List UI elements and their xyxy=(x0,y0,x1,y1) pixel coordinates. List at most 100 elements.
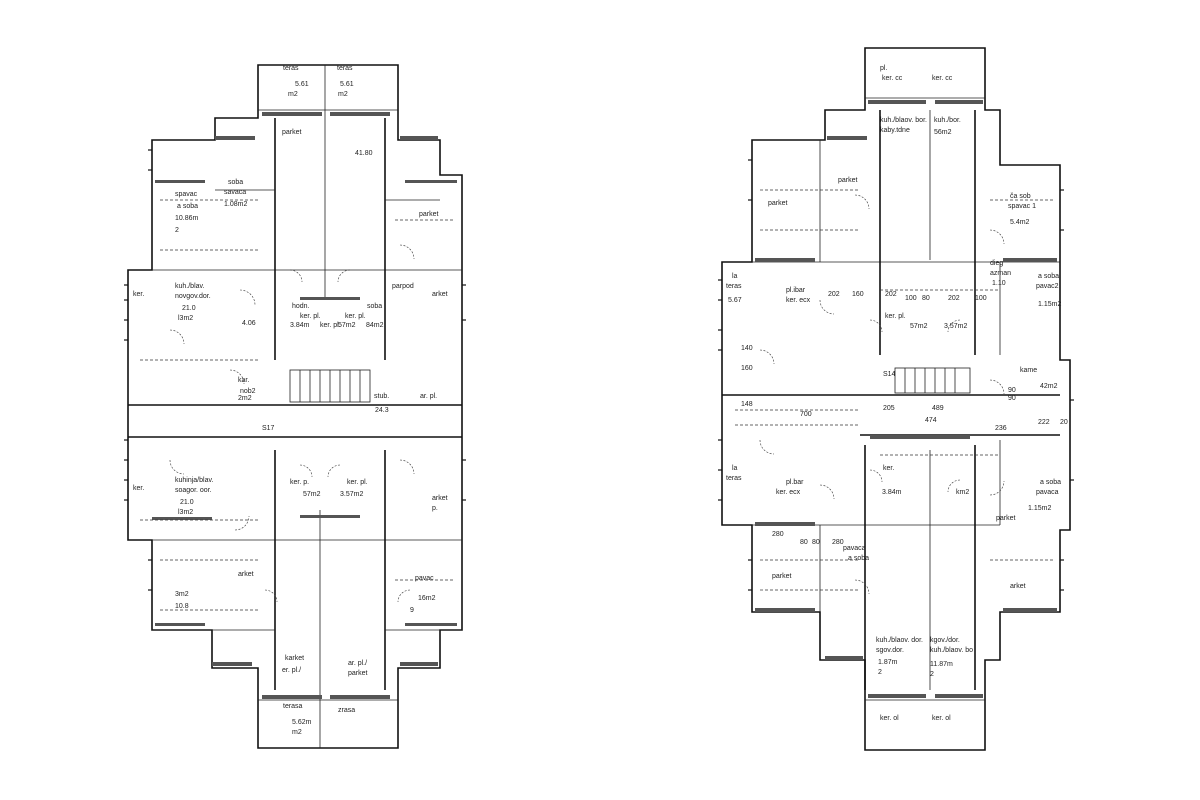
plan-label: parket xyxy=(768,200,788,207)
plan-label: 700 xyxy=(800,411,812,418)
plan-label: 222 xyxy=(1038,419,1050,426)
plan-label: 10.8 xyxy=(175,603,189,610)
plan-label: 3.84m xyxy=(882,489,902,496)
plan-label: ča sob xyxy=(1010,193,1031,200)
plan-label: ar. pl. xyxy=(420,393,437,400)
plan-label: 20 xyxy=(1060,419,1068,426)
plan-label: 21.0 xyxy=(182,305,196,312)
plan-label: novgov.dor. xyxy=(175,293,211,300)
plan-label: 205 xyxy=(883,405,895,412)
plan-label: ker. ol xyxy=(932,715,951,722)
plan-label: 21.0 xyxy=(180,499,194,506)
plan-label: 1.10 xyxy=(992,280,1006,287)
plan-label: 5.67 xyxy=(728,297,742,304)
plan-label: kuh./blaov. bor. xyxy=(880,117,927,124)
plan-label: ker. pl. xyxy=(347,479,368,486)
plan-label: parket xyxy=(838,177,858,184)
plan-label: ker. pl. xyxy=(345,313,366,320)
plan-label: 3.57m2 xyxy=(340,491,363,498)
plan-label: soagor. oor. xyxy=(175,487,212,494)
plan-label: 5.61 xyxy=(340,81,354,88)
plan-label: 202 xyxy=(828,291,840,298)
plan-label: 236 xyxy=(995,425,1007,432)
plan-label: zrasa xyxy=(338,707,355,714)
plan-label: 3m2 xyxy=(175,591,189,598)
plan-label: arket xyxy=(432,291,448,298)
plan-label: 80 xyxy=(800,539,808,546)
plan-label: 80 xyxy=(812,539,820,546)
plan-label: a soba xyxy=(1040,479,1061,486)
plan-label: 474 xyxy=(925,417,937,424)
plan-label: kuhinja/blav. xyxy=(175,477,213,484)
plan-label: 2 xyxy=(175,227,179,234)
plan-label: ker. xyxy=(133,485,144,492)
plan-label: 202 xyxy=(885,291,897,298)
plan-label: S14 xyxy=(883,371,896,378)
plan-label: p. xyxy=(432,505,438,512)
plan-label: 2m2 xyxy=(238,395,252,402)
plan-label: 2 xyxy=(930,671,934,678)
plan-label: ker. p. xyxy=(290,479,309,486)
plan-label: 56m2 xyxy=(934,129,952,136)
plan-label: ker. xyxy=(883,465,894,472)
right-floor-plan: pl. ker. cc ker. cc kuh./blaov. bor. kab… xyxy=(718,47,1074,751)
plan-label: 11.87m xyxy=(930,661,953,668)
plan-label: 80 xyxy=(922,295,930,302)
plan-label: teras xyxy=(726,475,742,482)
plan-label: parket xyxy=(996,515,1016,522)
plan-label: soba xyxy=(228,179,243,186)
plan-label: ar. pl./ xyxy=(348,660,367,667)
plan-label: parpod xyxy=(392,283,414,290)
plan-label: 3.57m2 xyxy=(944,323,967,330)
plan-label: karket xyxy=(285,655,304,662)
left-floor-plan: teras teras 5.61 5.61 m2 m2 parket 41.80… xyxy=(124,64,466,749)
plan-label: 1.15m2 xyxy=(1038,301,1061,308)
plan-label: arket xyxy=(238,571,254,578)
plan-label: teras xyxy=(726,283,742,290)
plan-label: l3m2 xyxy=(178,509,193,516)
plan-label: ker. pl. xyxy=(300,313,321,320)
plan-label: ker. pl. xyxy=(320,322,341,329)
plan-label: 3.84m xyxy=(290,322,310,329)
plan-label: ker. cc xyxy=(882,75,903,82)
plan-label: 57m2 xyxy=(303,491,321,498)
plan-label: 140 xyxy=(741,345,753,352)
plan-label: m2 xyxy=(292,729,302,736)
plan-label: pavac2 xyxy=(1036,283,1059,290)
plan-label: ker. ecx xyxy=(776,489,801,496)
plan-label: er. pl./ xyxy=(282,667,301,674)
plan-label: sgov.dor. xyxy=(876,647,904,654)
plan-label: terasa xyxy=(283,703,303,710)
plan-label: pavac xyxy=(415,575,434,582)
plan-label: 160 xyxy=(741,365,753,372)
plan-label: 90 xyxy=(1008,395,1016,402)
plan-label: hodn. xyxy=(292,303,310,310)
plan-label: ker. ecx xyxy=(786,297,811,304)
plan-label: ker. xyxy=(133,291,144,298)
plan-label: 1.15m2 xyxy=(1028,505,1051,512)
plan-label: soba xyxy=(367,303,382,310)
plan-label: 2 xyxy=(878,669,882,676)
plan-label: 42m2 xyxy=(1040,383,1058,390)
plan-label: teras xyxy=(337,65,353,72)
plan-label: 148 xyxy=(741,401,753,408)
plan-label: 24.3 xyxy=(375,407,389,414)
plan-label: 100 xyxy=(905,295,917,302)
plan-label: 41.80 xyxy=(355,150,373,157)
plan-label: spavac xyxy=(175,191,198,198)
plan-label: pl.ibar xyxy=(786,287,806,294)
plan-label: m2 xyxy=(338,91,348,98)
plan-label: kame xyxy=(1020,367,1037,374)
plan-label: a soba xyxy=(1038,273,1059,280)
plan-label: kuh./blav. xyxy=(175,283,204,290)
plan-label: arket xyxy=(1010,583,1026,590)
plan-label: a soba xyxy=(177,203,198,210)
plan-label: 280 xyxy=(832,539,844,546)
plan-label: kar. xyxy=(238,377,249,384)
plan-label: pavaca xyxy=(1036,489,1059,496)
plan-label: 4.06 xyxy=(242,320,256,327)
plan-label: kuh./blaov. bo xyxy=(930,647,973,654)
plan-label: la xyxy=(732,273,738,280)
plan-label: dieg xyxy=(990,260,1003,267)
plan-label: kgov./dor. xyxy=(930,637,960,644)
